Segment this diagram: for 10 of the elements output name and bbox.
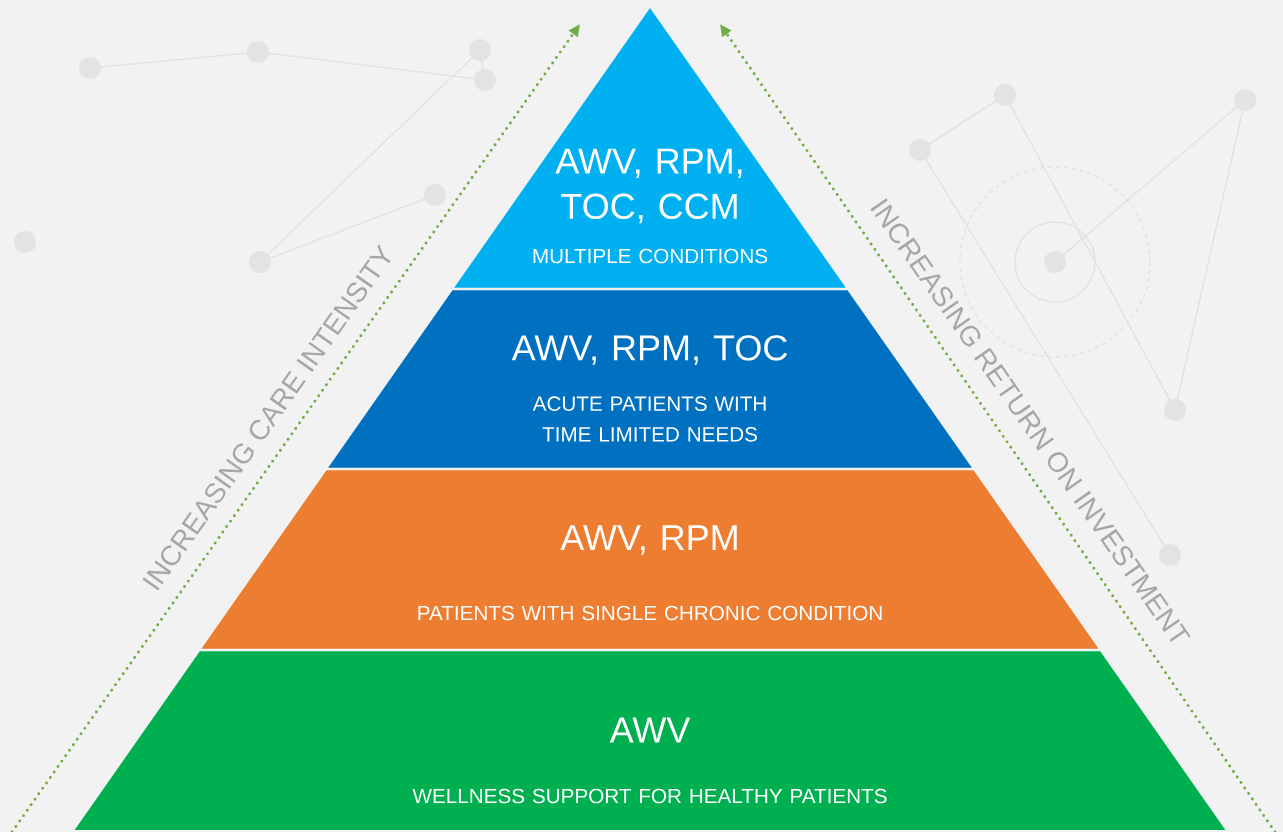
tier-heading: AWV, RPM (560, 525, 737, 555)
tier-description: WELLNESS SUPPORT FOR HEALTHY PATIENTS (412, 788, 887, 804)
tier-description: PATIENTS WITH SINGLE CHRONIC CONDITION (418, 605, 882, 621)
tier-heading: AWV, RPM, TOC, CCM (555, 148, 742, 224)
tier-heading: AWV (609, 717, 691, 743)
tier-heading: AWV, RPM, TOC (511, 335, 787, 365)
pyramid-tier (454, 8, 846, 288)
tier-description: ACUTE PATIENTS WITH TIME LIMITED NEEDS (532, 396, 766, 442)
tier-description: MULTIPLE CONDITIONS (533, 248, 768, 264)
pyramid-tier (74, 651, 1226, 830)
